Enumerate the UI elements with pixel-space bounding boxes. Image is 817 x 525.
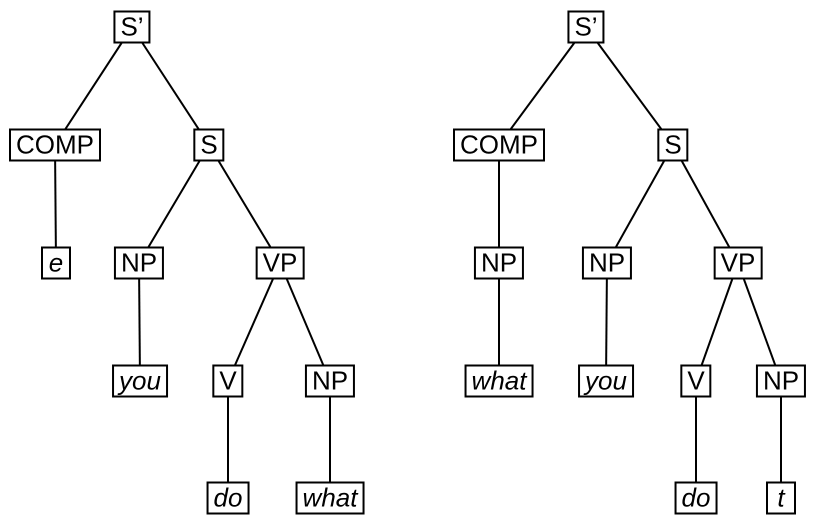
left-tree-edges bbox=[54, 26, 331, 498]
right-tree-edge-s-np-subject bbox=[606, 144, 674, 264]
right-tree-edge-vp-v bbox=[695, 262, 739, 382]
right-tree-node-s-bar: S’ bbox=[567, 10, 605, 44]
right-tree-node-np-object: NP bbox=[755, 364, 807, 398]
right-tree-node-what: what bbox=[464, 364, 534, 398]
right-tree-edge-s-vp bbox=[672, 144, 739, 264]
left-tree-edge-s-bar-s bbox=[131, 26, 210, 146]
right-tree-edge-s-bar-comp bbox=[498, 26, 587, 146]
left-tree-edge-np-subject-you bbox=[138, 262, 141, 382]
left-tree-node-s: S bbox=[193, 128, 225, 162]
left-tree-node-s-bar: S’ bbox=[113, 10, 151, 44]
right-tree-node-np-subject: NP bbox=[581, 246, 633, 280]
left-tree-edge-vp-v bbox=[227, 262, 281, 382]
left-tree-edge-s-np-subject bbox=[138, 144, 210, 264]
left-tree-node-what: what bbox=[295, 481, 365, 515]
left-tree-edge-s-bar-comp bbox=[54, 26, 133, 146]
right-tree-node-vp: VP bbox=[713, 246, 763, 280]
left-tree-node-e: e bbox=[41, 246, 71, 280]
left-tree-node-do: do bbox=[206, 481, 250, 515]
left-tree-node-you: you bbox=[112, 364, 168, 398]
right-tree-edge-vp-np-object bbox=[737, 262, 782, 382]
left-tree-edge-s-vp bbox=[208, 144, 281, 264]
right-tree-node-np-comp: NP bbox=[473, 246, 525, 280]
right-tree-node-you: you bbox=[578, 364, 634, 398]
left-tree-edge-comp-e bbox=[54, 144, 57, 264]
right-tree-node-s: S bbox=[657, 128, 689, 162]
left-tree-node-np-subject: NP bbox=[113, 246, 165, 280]
left-tree-node-v: V bbox=[212, 364, 244, 398]
right-tree-edge-s-bar-s bbox=[585, 26, 674, 146]
left-tree-node-np-object: NP bbox=[304, 364, 356, 398]
right-tree-node-do: do bbox=[674, 481, 718, 515]
left-tree-node-vp: VP bbox=[255, 246, 305, 280]
left-tree-node-comp: COMP bbox=[9, 128, 101, 162]
right-tree-edge-np-subject-you bbox=[605, 262, 608, 382]
right-tree-node-comp: COMP bbox=[453, 128, 545, 162]
right-tree-edges bbox=[498, 26, 782, 498]
right-tree-node-v: V bbox=[680, 364, 712, 398]
right-tree-node-t: t bbox=[766, 481, 796, 515]
left-tree-edge-vp-np-object bbox=[279, 262, 331, 382]
